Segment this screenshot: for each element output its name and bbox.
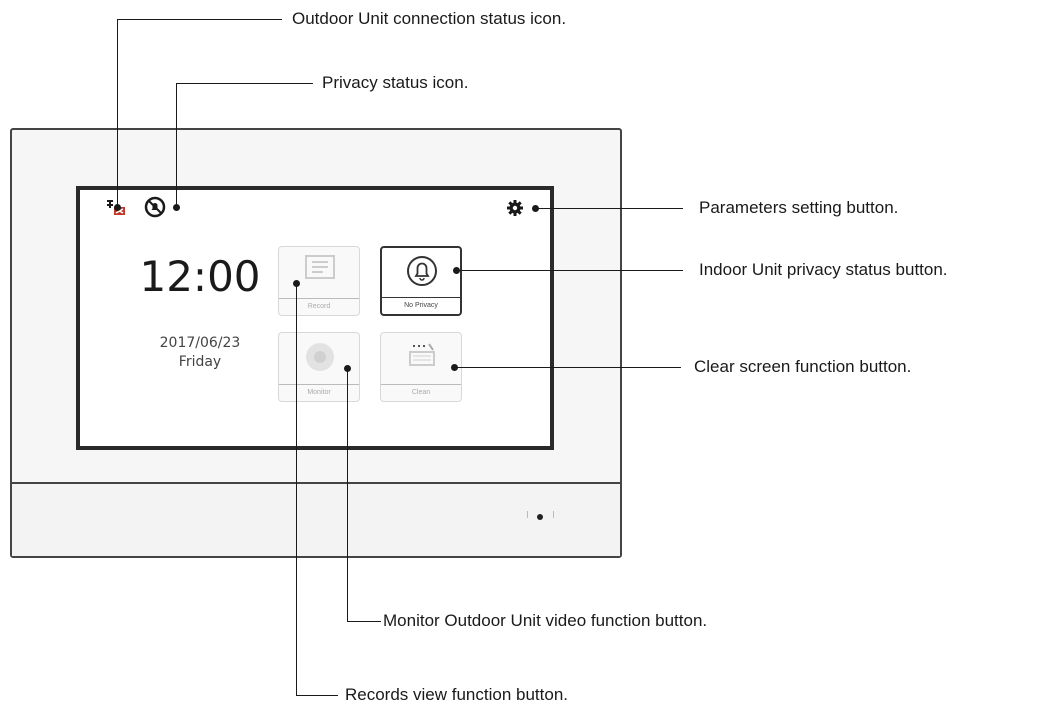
callout-records: Records view function button. [345, 685, 569, 704]
touch-screen [76, 186, 554, 450]
leader-dot [451, 364, 458, 371]
leader-records-vertical [296, 283, 297, 695]
led-tick-left [527, 511, 528, 518]
monitor-icon [306, 343, 334, 371]
tile-divider [381, 384, 461, 385]
clean-label: Clean [411, 389, 431, 396]
leader-privacy-status-vertical [176, 83, 177, 207]
date-display: 2017/06/23 Friday [140, 334, 260, 372]
bell-icon [407, 256, 437, 286]
leader-outdoor-status-vertical [117, 19, 118, 207]
housing-divider [10, 482, 622, 484]
leader-dot [453, 267, 460, 274]
leader-dot [532, 205, 539, 212]
callout-privacy-status: Privacy status icon. [322, 73, 469, 92]
tile-divider [279, 298, 359, 299]
clock-display: 12:00 [139, 252, 261, 301]
tile-divider [279, 384, 359, 385]
leader-privacy-status-horizontal [176, 83, 313, 84]
leader-clear-screen [454, 367, 681, 368]
callout-clear-screen: Clear screen function button. [694, 357, 912, 376]
privacy-status-icon [144, 196, 166, 218]
tile-divider [382, 297, 460, 298]
monitor-label: Monitor [307, 389, 331, 396]
callout-privacy-button: Indoor Unit privacy status button. [699, 260, 948, 279]
housing-lower-panel [12, 484, 620, 556]
leader-monitor-horizontal [347, 621, 381, 622]
clean-icon [409, 343, 435, 366]
records-label: Record [307, 303, 331, 310]
date-text: 2017/06/23 [159, 335, 241, 351]
gear-icon[interactable] [505, 198, 525, 218]
privacy-toggle-button[interactable]: No Privacy [380, 246, 462, 316]
clean-screen-button[interactable]: Clean [380, 332, 462, 402]
indicator-led [537, 514, 543, 520]
leader-privacy-button [456, 270, 683, 271]
leader-dot [344, 365, 351, 372]
leader-dot [114, 204, 121, 211]
callout-parameters: Parameters setting button. [699, 198, 899, 217]
leader-dot [293, 280, 300, 287]
leader-dot [173, 204, 180, 211]
leader-records-horizontal [296, 695, 338, 696]
callout-outdoor-status: Outdoor Unit connection status icon. [292, 9, 567, 28]
leader-outdoor-status-horizontal [117, 19, 282, 20]
outdoor-unit-connection-icon [105, 198, 127, 218]
led-tick-right [553, 511, 554, 518]
leader-monitor-vertical [347, 368, 348, 621]
records-button[interactable]: Record [278, 246, 360, 316]
callout-monitor: Monitor Outdoor Unit video function butt… [383, 611, 708, 630]
records-icon [305, 255, 335, 279]
privacy-label: No Privacy [404, 302, 438, 309]
leader-parameters [535, 208, 683, 209]
weekday-text: Friday [178, 354, 222, 370]
